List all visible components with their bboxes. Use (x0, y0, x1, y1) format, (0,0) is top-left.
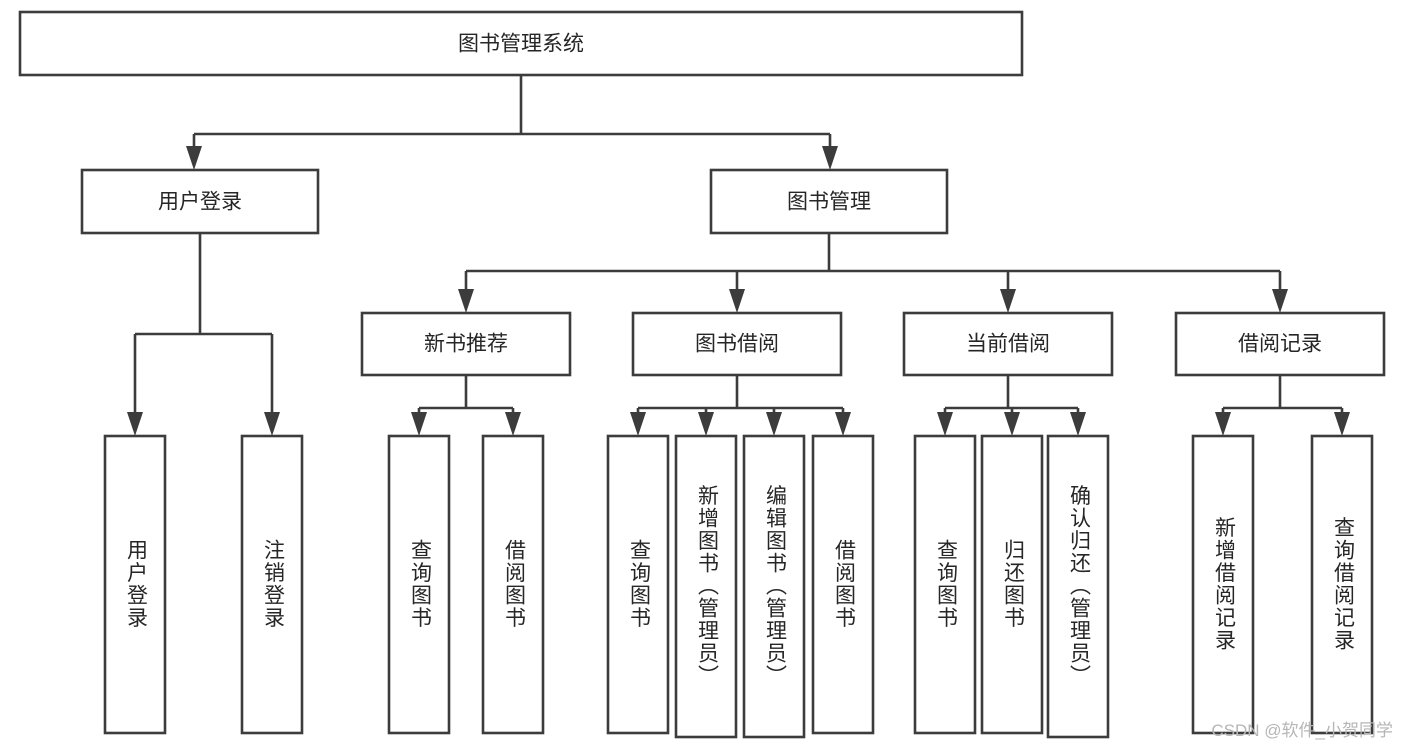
node-current-borrow-box[interactable] (902, 311, 1114, 377)
arrowhead-leaf-userlogin-2 (264, 412, 280, 436)
arrowhead-bookborrow (729, 289, 745, 313)
arrowhead-leaf-borrowrecords-1 (1215, 412, 1231, 436)
leaf-bookborrow-borrow-box[interactable] (811, 434, 875, 735)
leaf-newbooks-borrow-box[interactable] (481, 434, 545, 735)
node-new-book-recommend[interactable]: 新书推荐 (360, 311, 572, 377)
leaf-node[interactable]: 新增借阅记录 (1191, 434, 1255, 735)
leaf-node[interactable]: 借阅图书 (481, 434, 545, 735)
node-book-management-label: 图书管理 (787, 191, 871, 214)
node-root-label: 图书管理系统 (458, 33, 584, 56)
leaf-node[interactable]: 借阅图书 (811, 434, 875, 735)
node-book-management[interactable]: 图书管理 (709, 168, 949, 235)
arrowhead-leaf-currentborrow-1 (937, 412, 953, 436)
leaf-node[interactable]: 用户登录 (103, 434, 167, 735)
node-current-borrow[interactable]: 当前借阅 (902, 311, 1114, 377)
leaf-records-add-box[interactable] (1191, 434, 1255, 735)
leaf-node[interactable]: 编辑图书（管理员） (742, 434, 806, 739)
node-book-borrow-box[interactable] (631, 311, 843, 377)
leaf-node[interactable]: 查询图书 (387, 434, 451, 735)
leaf-bookborrow-add-label: 新增图书（管理员） (695, 485, 719, 688)
node-user-login[interactable]: 用户登录 (80, 168, 320, 235)
arrowhead-currentborrow (1000, 289, 1016, 313)
leaf-logout-label: 注销登录 (261, 539, 285, 629)
arrowhead-leaf-bookborrow-2 (698, 412, 714, 436)
leaf-user-login-box[interactable] (103, 434, 167, 735)
leaf-currentborrow-query-label: 查询图书 (934, 539, 958, 629)
leaf-currentborrow-confirm-label: 确认归还（管理员） (1067, 485, 1091, 688)
node-root-box[interactable] (18, 10, 1024, 77)
node-new-book-recommend-label: 新书推荐 (424, 333, 508, 356)
leaf-logout-box[interactable] (240, 434, 304, 735)
arrowhead-userlogin (186, 146, 202, 170)
node-book-borrow[interactable]: 图书借阅 (631, 311, 843, 377)
leaf-bookborrow-edit-box[interactable] (742, 434, 806, 739)
arrowhead-bookmgmt (822, 146, 838, 170)
leaf-user-login-label: 用户登录 (124, 539, 148, 629)
leaf-bookborrow-add-box[interactable] (674, 434, 738, 739)
leaf-newbooks-query-label: 查询图书 (408, 539, 432, 629)
leaf-bookborrow-edit-label: 编辑图书（管理员） (763, 485, 787, 688)
leaf-bookborrow-query-label: 查询图书 (627, 539, 651, 629)
arrowhead-leaf-bookborrow-3 (766, 412, 782, 436)
node-user-login-box[interactable] (80, 168, 320, 235)
arrowhead-borrowrecords (1272, 289, 1288, 313)
arrowhead-leaf-borrowrecords-2 (1334, 412, 1350, 436)
leaf-node[interactable]: 归还图书 (980, 434, 1044, 735)
leaf-node[interactable]: 查询借阅记录 (1310, 434, 1374, 735)
arrowhead-newbooks (458, 289, 474, 313)
node-root[interactable]: 图书管理系统 (18, 10, 1024, 77)
leaf-node[interactable]: 注销登录 (240, 434, 304, 735)
leaf-currentborrow-query-box[interactable] (913, 434, 977, 735)
arrowhead-leaf-currentborrow-2 (1004, 412, 1020, 436)
leaf-node[interactable]: 查询图书 (913, 434, 977, 735)
leaf-newbooks-query-box[interactable] (387, 434, 451, 735)
leaf-currentborrow-return-label: 归还图书 (1001, 539, 1025, 629)
node-book-borrow-label: 图书借阅 (695, 333, 779, 356)
leaf-records-add-label: 新增借阅记录 (1212, 517, 1236, 652)
leaf-newbooks-borrow-label: 借阅图书 (502, 539, 526, 629)
node-borrow-records-box[interactable] (1174, 311, 1386, 377)
leaf-records-query-box[interactable] (1310, 434, 1374, 735)
node-new-book-recommend-box[interactable] (360, 311, 572, 377)
arrowhead-leaf-currentborrow-3 (1070, 412, 1086, 436)
node-book-management-box[interactable] (709, 168, 949, 235)
leaf-node[interactable]: 新增图书（管理员） (674, 434, 738, 739)
leaf-node[interactable]: 确认归还（管理员） (1046, 434, 1110, 739)
leaf-bookborrow-query-box[interactable] (606, 434, 670, 735)
node-borrow-records[interactable]: 借阅记录 (1174, 311, 1386, 377)
leaf-currentborrow-return-box[interactable] (980, 434, 1044, 735)
leaf-node[interactable]: 查询图书 (606, 434, 670, 735)
connector-layer (127, 75, 1350, 436)
node-borrow-records-label: 借阅记录 (1238, 333, 1322, 356)
leaf-currentborrow-confirm-box[interactable] (1046, 434, 1110, 739)
arrowhead-leaf-userlogin-1 (127, 412, 143, 436)
node-user-login-label: 用户登录 (158, 191, 242, 214)
node-current-borrow-label: 当前借阅 (966, 333, 1050, 356)
leaf-bookborrow-borrow-label: 借阅图书 (832, 539, 856, 629)
arrowhead-leaf-newbooks-1 (411, 412, 427, 436)
arrowhead-leaf-bookborrow-1 (630, 412, 646, 436)
arrowhead-leaf-bookborrow-4 (835, 412, 851, 436)
arrowhead-leaf-newbooks-2 (505, 412, 521, 436)
leaf-records-query-label: 查询借阅记录 (1331, 517, 1355, 652)
